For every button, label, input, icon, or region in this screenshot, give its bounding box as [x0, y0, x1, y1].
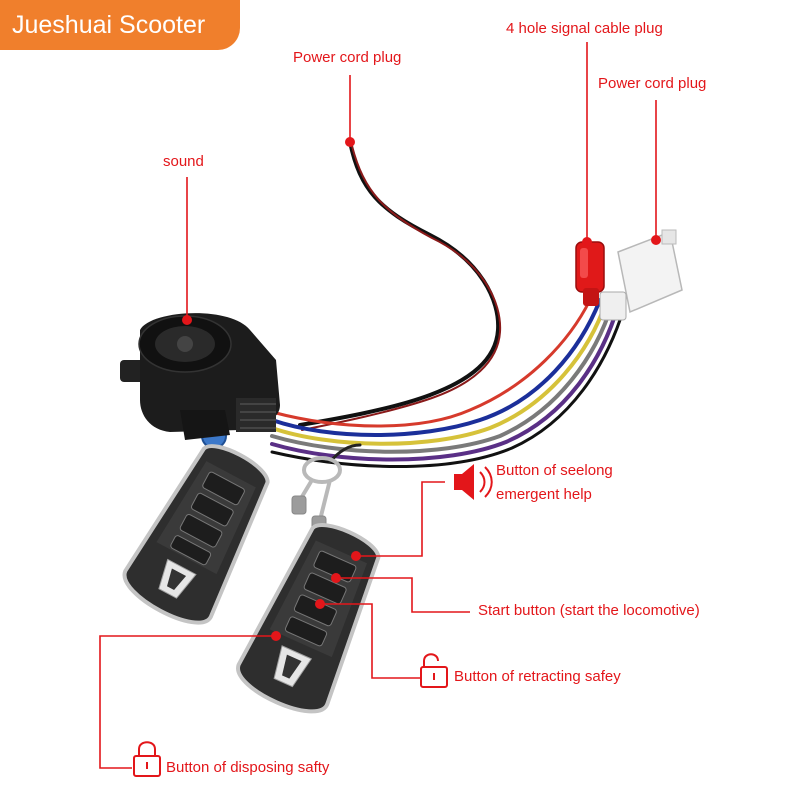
callout-lines [99, 42, 657, 769]
power-cord-left-label: Power cord plug [293, 49, 402, 66]
speaker-icon [454, 464, 493, 500]
disposing-safety-label: Button of disposing safty [166, 759, 330, 776]
power-cord-right-label: Power cord plug [598, 75, 707, 92]
white-signal-plug [599, 229, 683, 321]
key-ring [291, 456, 342, 535]
unlock-icon [420, 653, 448, 688]
retracting-safety-label: Button of retracting safey [454, 668, 621, 685]
callout-dots [182, 137, 661, 641]
brand-name: Jueshuai Scooter [12, 11, 206, 39]
remote-fob-left [122, 444, 270, 625]
remote-fob-right [236, 523, 381, 714]
wire-bundle [270, 140, 626, 468]
brand-banner: Jueshuai Scooter [0, 0, 240, 50]
seelong-label-line1: Button of seelong [496, 462, 613, 479]
start-button-label: Start button (start the locomotive) [478, 602, 700, 619]
seelong-label-line2: emergent help [496, 486, 592, 503]
four-hole-plug-label: 4 hole signal cable plug [506, 20, 663, 37]
sound-label: sound [163, 153, 204, 170]
lock-icon [133, 741, 161, 777]
alarm-siren-unit [120, 313, 280, 449]
